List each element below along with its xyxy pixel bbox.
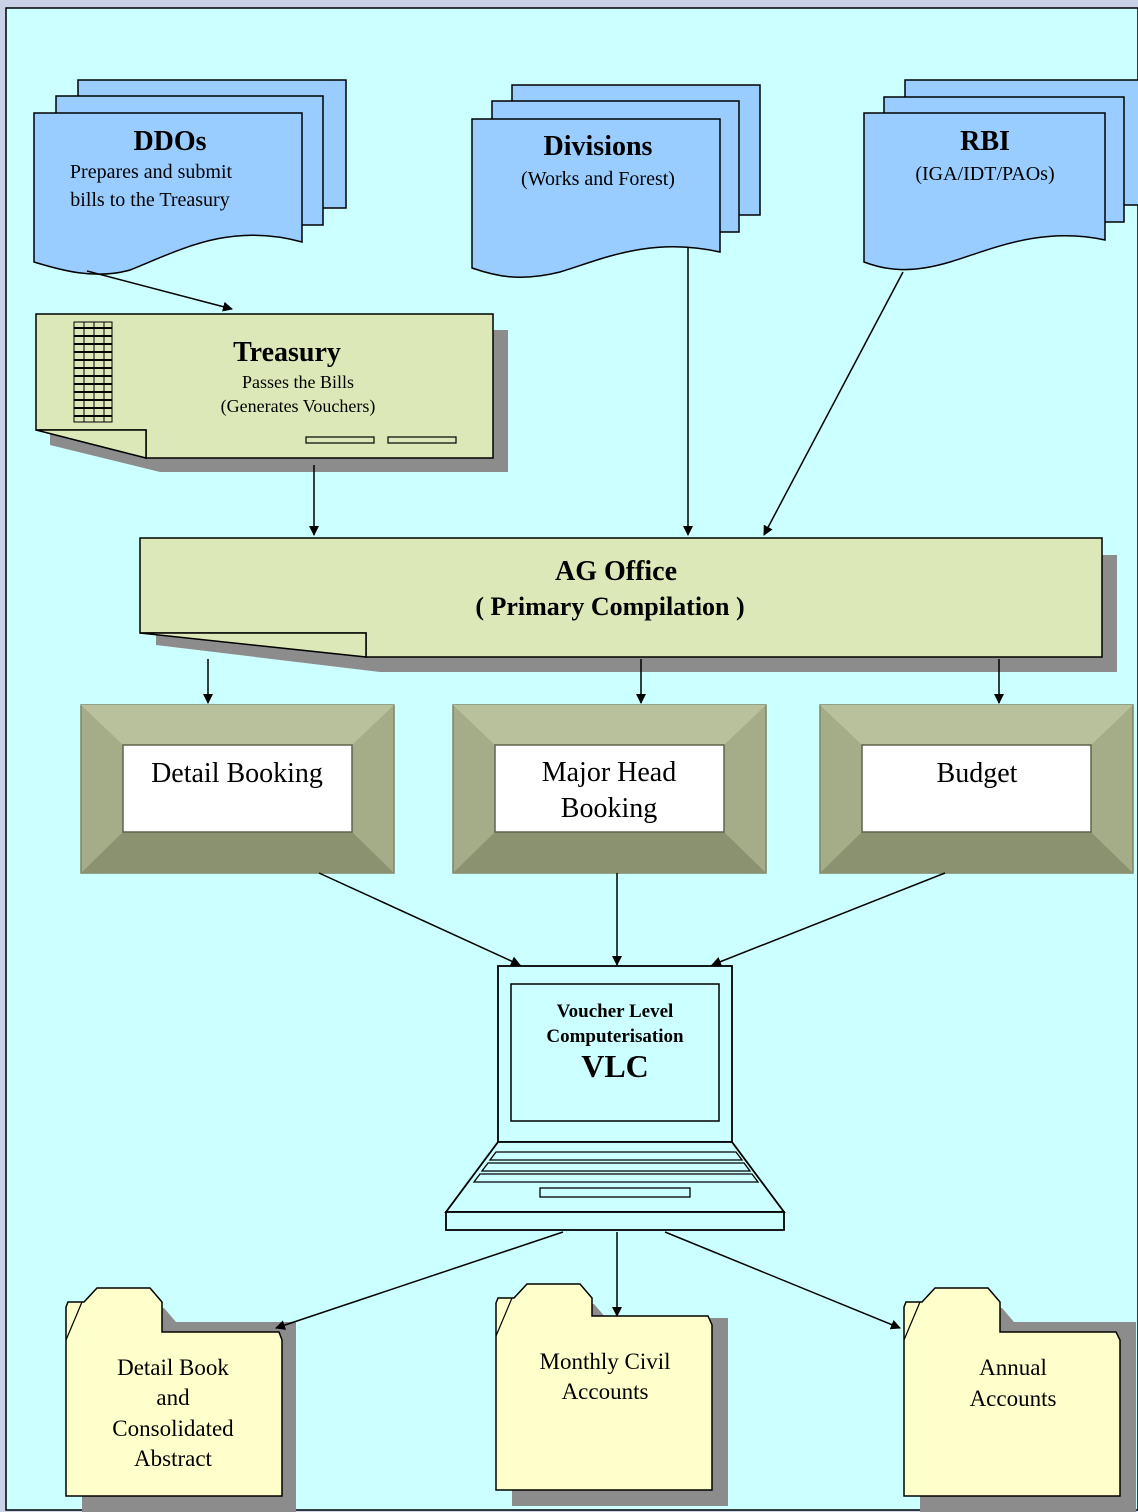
annual-accounts-line2: Accounts: [970, 1386, 1057, 1411]
arrow-vlc-to-detail-book: [275, 1231, 564, 1330]
arrow-detail-booking-to-vlc: [318, 872, 521, 966]
ag-office-title: AG Office: [555, 556, 677, 587]
treasury-ledger-icon: [73, 321, 113, 423]
budget-frame: Budget: [819, 704, 1134, 874]
laptop-keyboard: [472, 1151, 760, 1198]
vlc-line2: Computerisation: [546, 1026, 684, 1047]
rbi-subtitle: (IGA/IDT/PAOs): [915, 163, 1054, 185]
divisions-subtitle: (Works and Forest): [521, 168, 675, 190]
vlc-abbreviation: VLC: [581, 1048, 649, 1084]
arrow-rbi-to-ag-office: [763, 271, 904, 536]
annual-accounts-folder: Annual Accounts: [903, 1287, 1136, 1512]
detail-book-folder: Detail Book and Consolidated Abstract: [65, 1287, 296, 1512]
ddos-title: DDOs: [133, 126, 206, 157]
arrow-vlc-to-annual: [664, 1231, 901, 1330]
monthly-civil-accounts-line1: Monthly Civil: [540, 1349, 671, 1374]
ag-office-note: AG Office ( Primary Compilation ): [139, 537, 1117, 672]
monthly-civil-accounts-folder: Monthly Civil Accounts: [495, 1283, 728, 1506]
connector-arrows: [86, 248, 1004, 1330]
major-head-booking-line1: Major Head: [542, 757, 677, 788]
vlc-line1: Voucher Level: [557, 1001, 674, 1022]
detail-book-line2: and: [156, 1385, 190, 1410]
treasury-voucher-slip-icon: [387, 436, 457, 444]
divisions-document-stack: Divisions (Works and Forest): [471, 84, 761, 278]
ddos-desc-line1: Prepares and submit: [70, 161, 233, 183]
arrow-budget-to-vlc: [711, 872, 946, 967]
vlc-laptop-icon: Voucher Level Computerisation VLC: [444, 965, 786, 1231]
ddos-document-stack: DDOs Prepares and submit bills to the Tr…: [33, 79, 347, 275]
detail-booking-label: Detail Booking: [151, 758, 323, 789]
major-head-booking-frame: Major Head Booking: [452, 704, 767, 874]
treasury-title: Treasury: [233, 337, 341, 368]
rbi-document-stack: RBI (IGA/IDT/PAOs): [863, 79, 1138, 271]
detail-book-line3: Consolidated: [112, 1416, 234, 1441]
ag-office-subtitle: ( Primary Compilation ): [475, 592, 744, 621]
arrow-ddos-to-treasury: [86, 270, 233, 312]
detail-booking-frame: Detail Booking: [80, 704, 395, 874]
ddos-desc-line2: bills to the Treasury: [70, 189, 229, 211]
annual-accounts-line1: Annual: [979, 1355, 1047, 1380]
treasury-voucher-slip-icon: [305, 436, 375, 444]
treasury-line1: Passes the Bills: [242, 372, 354, 392]
budget-label: Budget: [937, 758, 1018, 789]
monthly-civil-accounts-line2: Accounts: [562, 1379, 649, 1404]
detail-book-line1: Detail Book: [117, 1355, 229, 1380]
divisions-title: Divisions: [544, 131, 653, 162]
detail-book-line4: Abstract: [134, 1446, 213, 1471]
major-head-booking-line2: Booking: [561, 793, 657, 824]
treasury-note: Treasury Passes the Bills (Generates Vou…: [35, 313, 508, 472]
rbi-title: RBI: [960, 126, 1010, 157]
treasury-line2: (Generates Vouchers): [221, 396, 376, 417]
